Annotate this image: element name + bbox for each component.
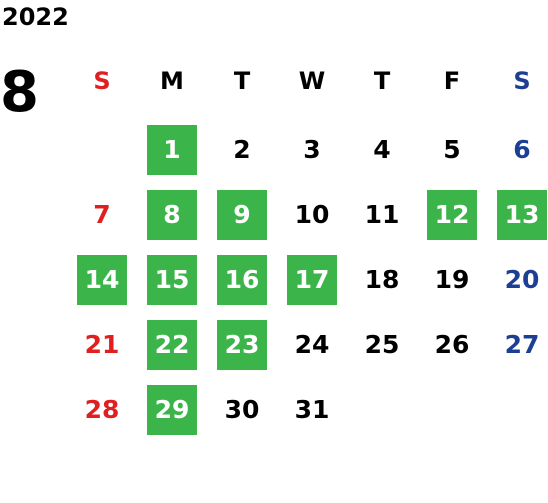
day-cell[interactable]: 4 (373, 135, 391, 164)
month-number: 8 (0, 60, 39, 125)
day-cell[interactable]: 14 (77, 255, 127, 305)
day-cell[interactable]: 8 (147, 190, 197, 240)
day-cell[interactable]: 21 (84, 330, 120, 359)
year-label: 2022 (2, 3, 69, 31)
day-cell[interactable]: 13 (497, 190, 547, 240)
day-cell[interactable]: 12 (427, 190, 477, 240)
day-cell[interactable]: 22 (147, 320, 197, 370)
day-cell[interactable]: 23 (217, 320, 267, 370)
day-cell[interactable]: 29 (147, 385, 197, 435)
day-cell[interactable]: 24 (294, 330, 330, 359)
day-cell[interactable]: 19 (434, 265, 470, 294)
day-cell[interactable]: 15 (147, 255, 197, 305)
day-cell[interactable]: 25 (364, 330, 400, 359)
day-cell[interactable]: 16 (217, 255, 267, 305)
weekday-header: S (93, 67, 111, 95)
weekday-header: W (298, 67, 326, 95)
day-cell[interactable]: 20 (504, 265, 540, 294)
day-cell[interactable]: 1 (147, 125, 197, 175)
day-cell[interactable]: 28 (84, 395, 120, 424)
day-cell[interactable]: 5 (443, 135, 461, 164)
weekday-header: T (233, 67, 251, 95)
day-cell[interactable]: 11 (364, 200, 400, 229)
day-cell[interactable]: 7 (93, 200, 111, 229)
weekday-header: F (443, 67, 461, 95)
day-cell[interactable]: 6 (513, 135, 531, 164)
day-cell[interactable]: 26 (434, 330, 470, 359)
day-cell[interactable]: 2 (233, 135, 251, 164)
weekday-header: T (373, 67, 391, 95)
day-cell[interactable]: 30 (224, 395, 260, 424)
day-cell[interactable]: 9 (217, 190, 267, 240)
weekday-header: M (160, 67, 184, 95)
day-cell[interactable]: 18 (364, 265, 400, 294)
weekday-header: S (513, 67, 531, 95)
day-cell[interactable]: 31 (294, 395, 330, 424)
day-cell[interactable]: 3 (303, 135, 321, 164)
day-cell[interactable]: 10 (294, 200, 330, 229)
day-cell[interactable]: 27 (504, 330, 540, 359)
day-cell[interactable]: 17 (287, 255, 337, 305)
